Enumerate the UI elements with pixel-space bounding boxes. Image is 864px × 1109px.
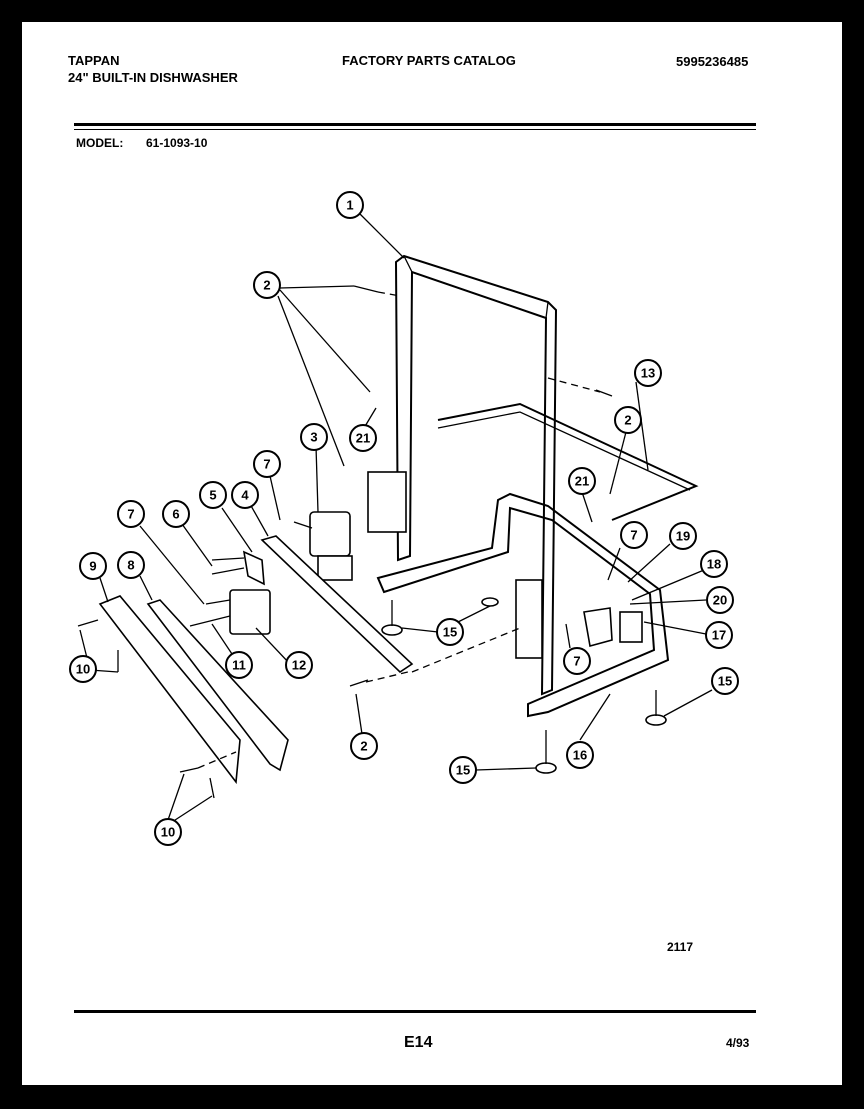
svg-text:10: 10: [161, 825, 175, 840]
callout-8: 8: [117, 551, 145, 579]
svg-text:7: 7: [630, 528, 637, 543]
callout-20: 20: [706, 586, 734, 614]
drawing-number: 2117: [667, 940, 694, 954]
catalog-number: 5995236485: [676, 54, 749, 69]
leveling-legs: [381, 597, 667, 774]
svg-text:19: 19: [676, 529, 690, 544]
callout-7d: 7: [563, 647, 591, 675]
callout-16: 16: [566, 741, 594, 769]
revision-date: 4/93: [726, 1036, 750, 1050]
model-label: MODEL:: [76, 136, 124, 150]
panel-9: [98, 595, 241, 785]
bracket-13: [437, 402, 699, 521]
svg-text:21: 21: [575, 474, 589, 489]
callout-15c: 15: [711, 667, 739, 695]
callout-6: 6: [162, 500, 190, 528]
svg-text:6: 6: [172, 507, 179, 522]
svg-text:20: 20: [713, 593, 727, 608]
svg-text:5: 5: [209, 488, 216, 503]
footer-rule: [74, 1010, 756, 1013]
svg-text:2: 2: [263, 278, 270, 293]
svg-text:13: 13: [641, 366, 655, 381]
callout-1: 1: [336, 191, 364, 219]
svg-text:9: 9: [89, 559, 96, 574]
callout-19: 19: [669, 522, 697, 550]
svg-text:7: 7: [263, 457, 270, 472]
callout-13: 13: [634, 359, 662, 387]
callout-18: 18: [700, 550, 728, 578]
callout-2b: 2: [614, 406, 642, 434]
switch-bracket: [211, 550, 265, 586]
svg-text:4: 4: [241, 488, 249, 503]
svg-text:7: 7: [127, 507, 134, 522]
callout-5: 5: [199, 481, 227, 509]
callout-2a: 2: [253, 271, 281, 299]
svg-text:3: 3: [310, 430, 317, 445]
svg-text:15: 15: [718, 674, 732, 689]
callout-10a: 10: [69, 655, 97, 683]
base-rail: [376, 492, 670, 718]
callout-7a: 7: [253, 450, 281, 478]
callout-2c: 2: [350, 732, 378, 760]
bracket-right: [515, 579, 643, 659]
svg-text:7: 7: [573, 654, 580, 669]
svg-text:10: 10: [76, 662, 90, 677]
svg-text:8: 8: [127, 558, 134, 573]
callout-9: 9: [79, 552, 107, 580]
assembly-lines: [197, 291, 601, 769]
header-rule: [74, 123, 756, 126]
callout-21a: 21: [349, 424, 377, 452]
svg-text:15: 15: [456, 763, 470, 778]
svg-text:12: 12: [292, 658, 306, 673]
callout-7b: 7: [117, 500, 145, 528]
panel-8: [146, 599, 289, 772]
svg-text:18: 18: [707, 557, 721, 572]
svg-text:1: 1: [346, 198, 353, 213]
callout-15a: 15: [436, 618, 464, 646]
header-rule-thin: [74, 129, 756, 130]
callout-11: 11: [225, 651, 253, 679]
screws: [77, 285, 613, 799]
callout-17: 17: [705, 621, 733, 649]
inlet-valve: [293, 471, 407, 581]
callout-10b: 10: [154, 818, 182, 846]
product-name: 24" BUILT-IN DISHWASHER: [68, 70, 238, 85]
svg-text:2: 2: [624, 413, 631, 428]
svg-text:16: 16: [573, 748, 587, 763]
svg-text:11: 11: [232, 658, 246, 673]
page-number: E14: [404, 1034, 433, 1051]
leader-lines: [79, 213, 713, 823]
svg-text:15: 15: [443, 625, 457, 640]
callout-7c: 7: [620, 521, 648, 549]
svg-text:17: 17: [712, 628, 726, 643]
mounting-bar: [260, 535, 414, 674]
catalog-title: FACTORY PARTS CATALOG: [342, 53, 516, 68]
frame-assembly: [394, 254, 558, 696]
brand-name: TAPPAN: [68, 53, 120, 68]
callout-15b: 15: [449, 756, 477, 784]
svg-text:2: 2: [360, 739, 367, 754]
callout-21b: 21: [568, 467, 596, 495]
callout-12: 12: [285, 651, 313, 679]
door-switch: [189, 589, 271, 635]
callout-4: 4: [231, 481, 259, 509]
callout-3: 3: [300, 423, 328, 451]
svg-text:21: 21: [356, 431, 370, 446]
model-number: 61-1093-10: [146, 136, 208, 150]
